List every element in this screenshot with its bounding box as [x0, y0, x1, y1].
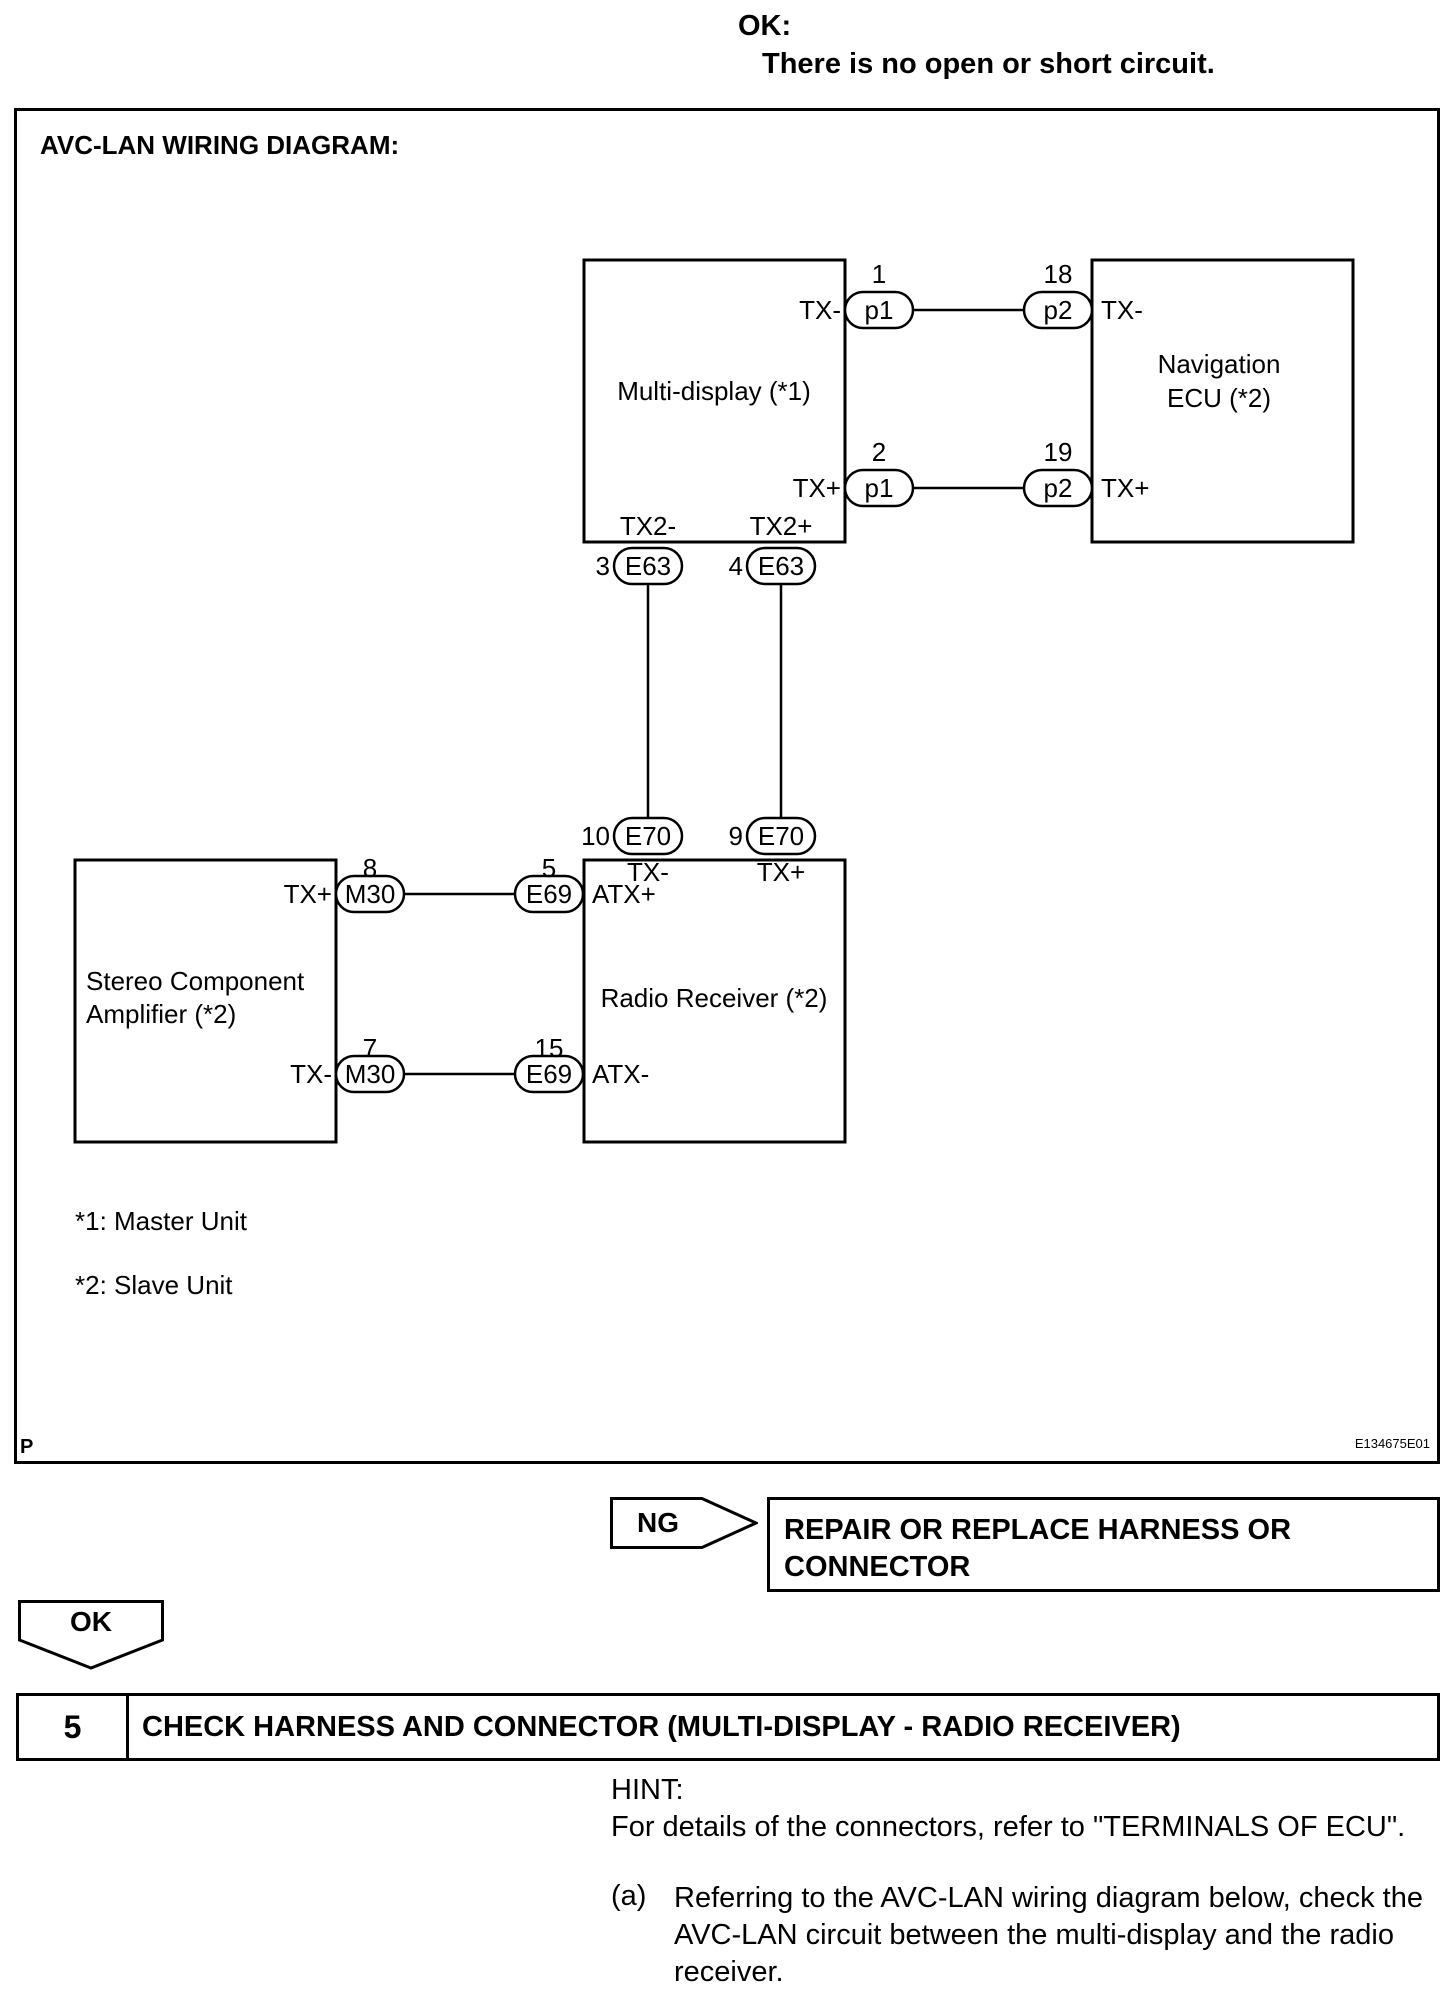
connector-e70-tx-plus [745, 816, 817, 856]
stereo-amplifier-label-line2: Amplifier (*2) [86, 999, 236, 1029]
connector-e63-tx2-plus [745, 546, 817, 586]
terminal-amp-tx-plus: TX+ [284, 879, 332, 909]
wires [404, 308, 1024, 1076]
terminal-nav-tx-plus: TX+ [1101, 473, 1149, 503]
diagram-frame [14, 108, 1440, 1464]
repair-action-box: REPAIR OR REPLACE HARNESS OR CONNECTOR [767, 1497, 1440, 1592]
connector-label-p2-b: p2 [1044, 473, 1073, 503]
ng-label: NG [637, 1507, 679, 1538]
terminal-rr-tx-plus: TX+ [757, 857, 805, 887]
pin-number-2: 2 [872, 437, 886, 467]
connector-label-m30-b: M30 [345, 1059, 396, 1089]
connector-label-e69-b: E69 [526, 1059, 572, 1089]
repair-action-line1: REPAIR OR REPLACE HARNESS OR [784, 1514, 1292, 1546]
connector-p2-tx-minus [1022, 290, 1094, 330]
hint-text: For details of the connectors, refer to … [611, 1811, 1406, 1843]
connector-label-e69-a: E69 [526, 879, 572, 909]
pin-number-8: 8 [363, 853, 377, 883]
stereo-amplifier-label-line1: Stereo Component [86, 966, 305, 996]
terminal-md-tx2-plus: TX2+ [750, 511, 813, 541]
connector-e70-tx-minus [612, 816, 684, 856]
connector-m30-tx-plus [334, 874, 406, 914]
stereo-amplifier-box [73, 858, 338, 1144]
pin-number-10: 10 [581, 821, 610, 851]
connector-label-e70-a: E70 [625, 821, 671, 851]
ok-result-text: There is no open or short circuit. [762, 48, 1215, 80]
multi-display-box [582, 258, 847, 544]
connector-label-e63-a: E63 [625, 551, 671, 581]
connector-label-e70-b: E70 [758, 821, 804, 851]
terminal-rr-atx-minus: ATX- [592, 1059, 649, 1089]
connector-label-m30-a: M30 [345, 879, 396, 909]
diagram-title: AVC-LAN WIRING DIAGRAM: [40, 130, 399, 160]
ok-label: OK [70, 1606, 112, 1637]
terminal-rr-tx-minus: TX- [627, 857, 669, 887]
connector-p2-tx-plus [1022, 468, 1094, 508]
connector-p1-tx-minus [843, 290, 915, 330]
navigation-ecu-label-line2: ECU (*2) [1167, 383, 1271, 413]
navigation-ecu-box [1090, 258, 1355, 544]
connector-label-p1-b: p1 [865, 473, 894, 503]
pin-number-7: 7 [363, 1033, 377, 1063]
terminal-md-tx-plus: TX+ [793, 473, 841, 503]
pin-number-3: 3 [596, 551, 610, 581]
avc-lan-wiring-diagram: AVC-LAN WIRING DIAGRAM: Multi-display (*… [14, 108, 1440, 1464]
ok-arrow-tag [18, 1600, 164, 1670]
substep-a-marker: (a) [611, 1880, 647, 1912]
step-number: 5 [19, 1696, 129, 1758]
connectors [334, 290, 1094, 1094]
connector-label-e63-b: E63 [758, 551, 804, 581]
connector-label-p2-a: p2 [1044, 295, 1073, 325]
connector-e69-atx-minus [513, 1054, 585, 1094]
note-slave-unit: *2: Slave Unit [75, 1270, 233, 1300]
step-header-bar [16, 1693, 1440, 1761]
pin-number-18: 18 [1044, 259, 1073, 289]
multi-display-label: Multi-display (*1) [617, 376, 811, 406]
navigation-ecu-label-line1: Navigation [1158, 349, 1281, 379]
pin-number-9: 9 [729, 821, 743, 851]
connector-p1-tx-plus [843, 468, 915, 508]
diagram-corner-letter: P [20, 1436, 33, 1458]
pin-number-5: 5 [542, 853, 556, 883]
ng-arrow-tag [610, 1497, 758, 1549]
terminal-rr-atx-plus: ATX+ [592, 879, 656, 909]
connector-m30-tx-minus [334, 1054, 406, 1094]
radio-receiver-label: Radio Receiver (*2) [601, 983, 828, 1013]
terminal-md-tx-minus: TX- [799, 295, 841, 325]
pin-number-19: 19 [1044, 437, 1073, 467]
connector-label-p1-a: p1 [865, 295, 894, 325]
pin-number-15: 15 [535, 1033, 564, 1063]
step-title: CHECK HARNESS AND CONNECTOR (MULTI-DISPL… [142, 1711, 1181, 1743]
pin-number-1: 1 [872, 259, 886, 289]
connector-e63-tx2-minus [612, 546, 684, 586]
ok-result-heading: OK: [738, 10, 792, 42]
connector-e69-atx-plus [513, 874, 585, 914]
note-master-unit: *1: Master Unit [75, 1206, 248, 1236]
hint-label: HINT: [611, 1774, 684, 1806]
pin-number-4: 4 [729, 551, 743, 581]
terminal-amp-tx-minus: TX- [290, 1059, 332, 1089]
repair-action-line2: CONNECTOR [784, 1551, 971, 1583]
terminal-md-tx2-minus: TX2- [620, 511, 676, 541]
radio-receiver-box [582, 858, 847, 1144]
terminal-nav-tx-minus: TX- [1101, 295, 1143, 325]
substep-a-text: Referring to the AVC-LAN wiring diagram … [674, 1882, 1423, 1988]
figure-code: E134675E01 [1355, 1436, 1430, 1451]
